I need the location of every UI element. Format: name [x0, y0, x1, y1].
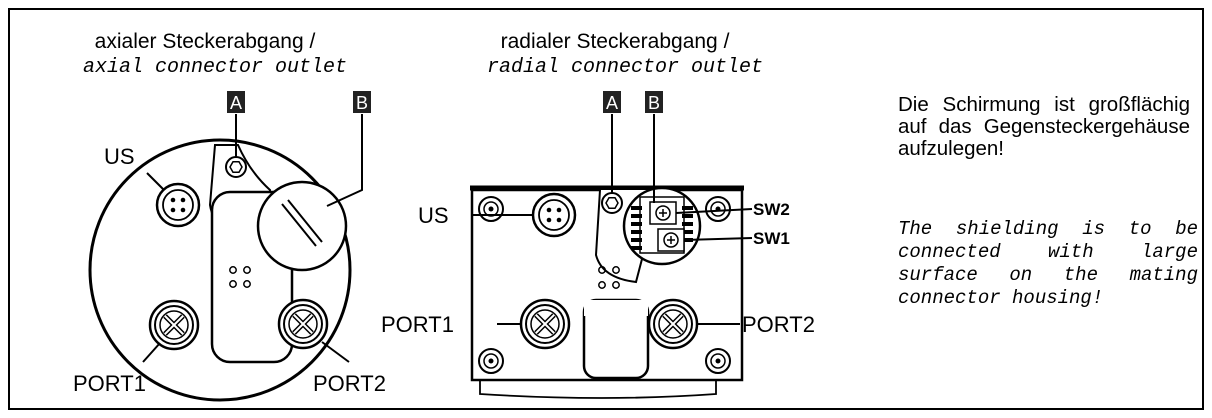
radial-marker-b: B: [645, 91, 663, 113]
axial-label-port1: PORT1: [73, 371, 146, 396]
radial-marker-a-label: A: [606, 93, 618, 113]
shielding-note-en: The shielding is to be connected with la…: [898, 218, 1198, 309]
axial-marker-a: A: [227, 91, 245, 113]
radial-leader-sw2: [675, 208, 753, 214]
axial-marker-a-label: A: [230, 93, 242, 113]
radial-bolt-tl: [478, 196, 504, 222]
axial-switch-cover: [256, 180, 348, 272]
axial-marker-b-label: B: [356, 93, 368, 113]
axial-port2-connector: [279, 300, 327, 348]
axial-caption-en: axial connector outlet: [82, 56, 348, 79]
radial-bolt-tr: [705, 196, 731, 222]
axial-marker-b: B: [353, 91, 371, 113]
radial-leader-sw1: [683, 237, 753, 241]
radial-marker-b-label: B: [648, 93, 660, 113]
radial-label-sw2: SW2: [753, 200, 790, 219]
radial-caption-en: radial connector outlet: [486, 56, 764, 79]
radial-port1-connector: [521, 300, 569, 348]
radial-marker-a: A: [603, 91, 621, 113]
radial-label-sw1: SW1: [753, 229, 790, 248]
axial-leader-port1: [142, 342, 161, 363]
axial-caption-de: axialer Steckerabgang /: [94, 30, 316, 53]
axial-port1-connector: [150, 301, 198, 349]
radial-screw-a: [601, 192, 623, 214]
axial-leader-b: [326, 114, 363, 207]
radial-bolt-bl: [478, 348, 504, 374]
radial-switch-block: [622, 186, 702, 266]
radial-label-port1: PORT1: [381, 312, 454, 337]
radial-us-connector: [531, 192, 577, 238]
axial-label-port2: PORT2: [313, 371, 386, 396]
shielding-note-de: Die Schirmung ist großflächig auf das Ge…: [898, 93, 1190, 160]
radial-housing: [470, 185, 744, 399]
axial-leader-us: [146, 172, 165, 191]
radial-caption-de: radialer Steckerabgang /: [500, 30, 730, 53]
radial-label-port2: PORT2: [742, 312, 815, 337]
radial-port2-connector: [649, 300, 697, 348]
axial-leader-port2: [321, 341, 350, 363]
radial-bolt-br: [705, 348, 731, 374]
radial-label-us: US: [418, 203, 449, 228]
axial-label-us: US: [104, 144, 135, 169]
